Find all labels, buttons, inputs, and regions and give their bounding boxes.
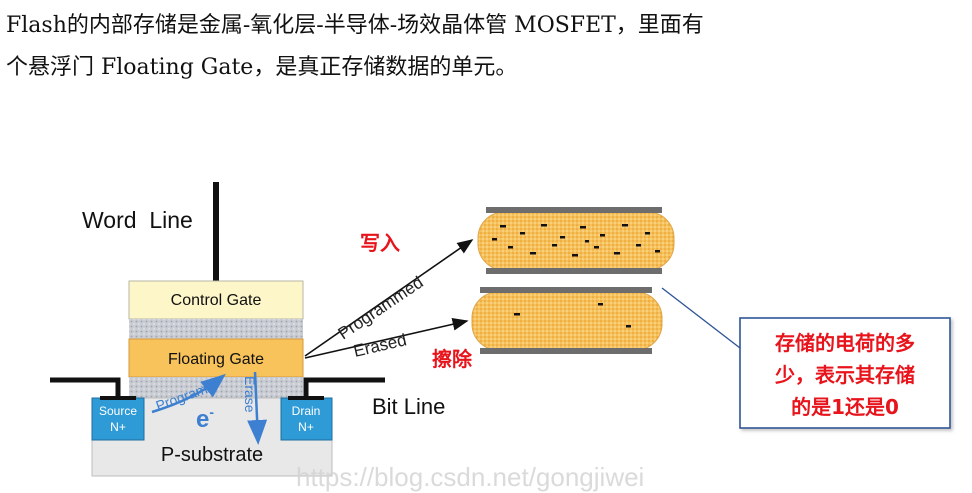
erased-arrow	[304, 317, 469, 359]
bit-line-wire	[303, 377, 385, 398]
erased-gate	[471, 287, 663, 354]
watermark: https://blog.csdn.net/gongjiwei	[296, 462, 644, 492]
word-line-label: Word Line	[82, 207, 193, 233]
erase-cn-label: 擦除	[432, 347, 473, 371]
erased-label: Erased	[352, 330, 409, 361]
source-wire	[50, 377, 121, 398]
erased-electrons	[514, 303, 631, 328]
drain-region	[280, 397, 333, 441]
source-label: Source	[99, 404, 137, 418]
callout-box	[739, 317, 951, 429]
oxide-layer-top	[129, 319, 303, 339]
drain-type-label: N+	[298, 420, 314, 434]
intro-line-1: Flash的内部存储是金属-氧化层-半导体-场效晶体管 MOSFET，里面有	[6, 13, 704, 38]
write-label: 写入	[360, 231, 400, 255]
floating-gate	[128, 338, 304, 378]
substrate-label: P-substrate	[161, 444, 263, 466]
erase-arrow	[247, 371, 268, 445]
source-region	[91, 397, 145, 441]
callout-line-2: 少，表示其存储	[774, 363, 915, 387]
program-arrow	[151, 373, 226, 414]
bit-line-label: Bit Line	[372, 394, 445, 419]
drain-label: Drain	[292, 404, 321, 418]
intro-line-2: 个悬浮门 Floating Gate，是真正存储数据的单元。	[6, 55, 518, 80]
electron-label: e-	[196, 404, 214, 433]
erase-label: Erase	[242, 376, 258, 413]
programmed-gate	[477, 207, 675, 274]
callout-pointer	[661, 287, 741, 349]
callout-line-1: 存储的电荷的多	[775, 331, 915, 355]
programmed-arrow	[304, 239, 474, 357]
callout-line-3: 的是1还是0	[791, 395, 899, 419]
intro-text: Flash的内部存储是金属-氧化层-半导体-场效晶体管 MOSFET，里面有 个…	[6, 5, 966, 89]
control-gate-label: Control Gate	[171, 292, 262, 309]
source-type-label: N+	[110, 420, 126, 434]
floating-gate-label: Floating Gate	[168, 351, 264, 368]
programmed-electrons	[492, 224, 660, 257]
